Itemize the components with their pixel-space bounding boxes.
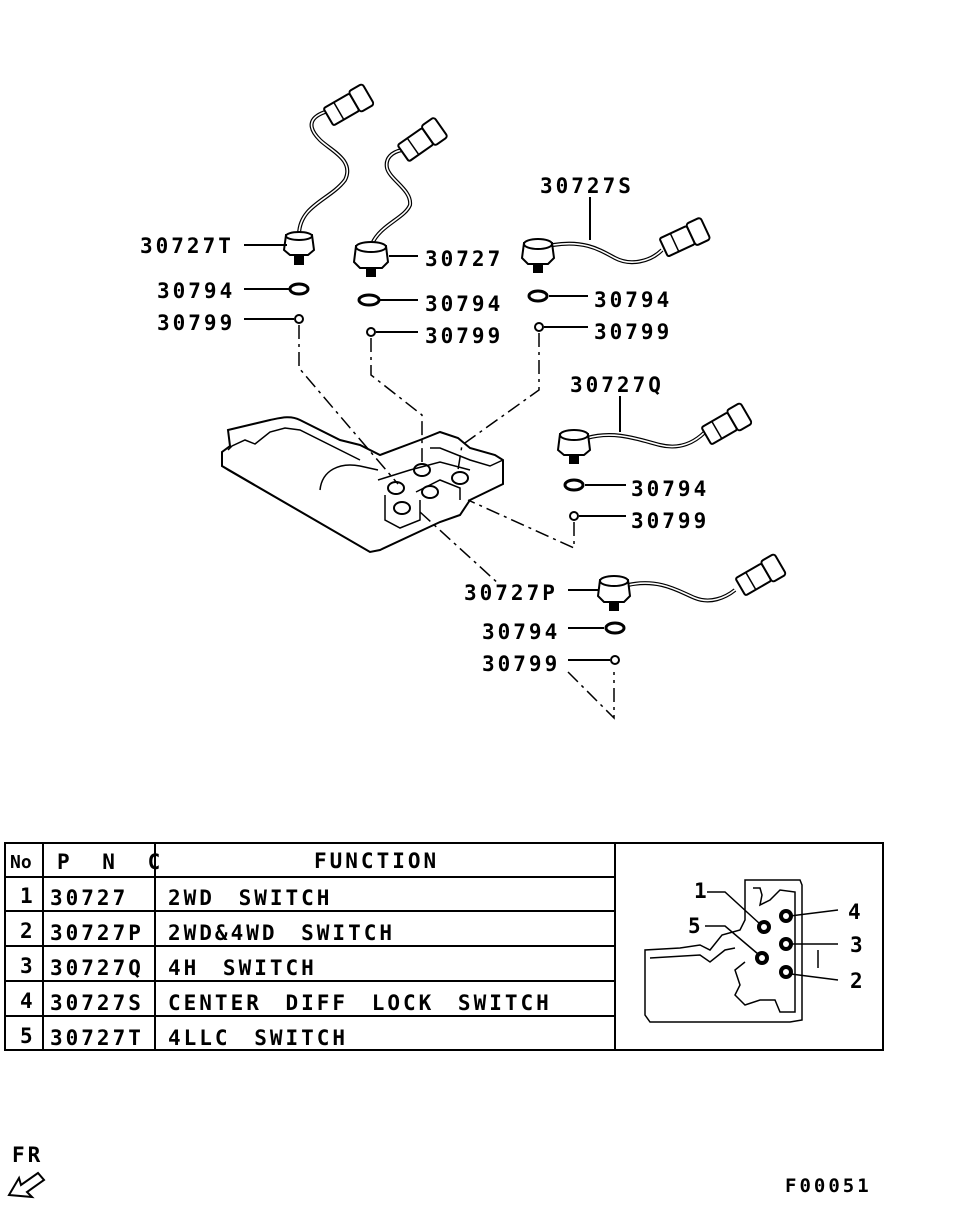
callout-30794-t: 30794 — [157, 279, 235, 303]
install-line-s — [457, 333, 540, 471]
install-line-plug-p — [567, 671, 615, 720]
washer-30794-t — [288, 282, 310, 296]
location-label-1: 1 — [694, 879, 710, 903]
washer-30794-q — [563, 478, 585, 492]
row-3-function: 4H SWITCH — [168, 956, 317, 980]
switch-30727t — [282, 83, 375, 265]
row-5-no: 5 — [20, 1024, 36, 1048]
washer-30794-p — [604, 621, 626, 635]
row-4-pnc: 30727S — [50, 991, 144, 1015]
install-line-p — [419, 511, 501, 586]
header-function: FUNCTION — [314, 849, 439, 873]
transfer-case-housing — [221, 416, 504, 554]
row-4-no: 4 — [20, 989, 36, 1013]
row-4-function: CENTER DIFF LOCK SWITCH — [168, 991, 552, 1015]
install-line-main — [370, 338, 423, 462]
callout-30794-q: 30794 — [631, 477, 709, 501]
plug-30799-main — [366, 327, 376, 337]
plug-30799-t — [294, 314, 304, 324]
row-2-pnc: 30727P — [50, 921, 144, 945]
callout-30727q: 30727Q — [570, 373, 664, 397]
row-3-pnc: 30727Q — [50, 956, 144, 980]
callout-30799-t: 30799 — [157, 311, 235, 335]
plug-30799-s — [534, 322, 544, 332]
row-2-function: 2WD&4WD SWITCH — [168, 921, 395, 945]
row-5-function: 4LLC SWITCH — [168, 1026, 348, 1050]
plug-30799-q — [569, 511, 579, 521]
callout-30794-s: 30794 — [594, 288, 672, 312]
callout-30799-p: 30799 — [482, 652, 560, 676]
install-line-q — [467, 499, 575, 550]
callout-30727t: 30727T — [140, 234, 234, 258]
callout-30794-p: 30794 — [482, 620, 560, 644]
location-label-3: 3 — [850, 933, 866, 957]
row-1-no: 1 — [20, 884, 36, 908]
switch-30727 — [352, 117, 448, 277]
callout-30799-main: 30799 — [425, 324, 503, 348]
location-label-5: 5 — [688, 914, 704, 938]
install-line-t — [298, 325, 399, 485]
switch-location-diagram: 1 5 4 3 2 — [644, 879, 866, 1023]
callout-30794-main: 30794 — [425, 292, 503, 316]
callout-30727: 30727 — [425, 247, 503, 271]
switch-30727p — [596, 553, 787, 611]
callout-30727s: 30727S — [540, 174, 634, 198]
location-label-2: 2 — [850, 969, 866, 993]
callout-30799-q: 30799 — [631, 509, 709, 533]
front-direction-label: FR — [12, 1143, 43, 1167]
callout-30799-s: 30799 — [594, 320, 672, 344]
row-5-pnc: 30727T — [50, 1026, 144, 1050]
plug-30799-p — [610, 655, 620, 665]
washer-30794-s — [527, 289, 549, 303]
washer-30794-main — [357, 293, 381, 307]
row-1-pnc: 30727 — [50, 886, 128, 910]
row-3-no: 3 — [20, 954, 36, 978]
header-no: No — [10, 852, 32, 873]
switch-30727s — [520, 217, 711, 273]
front-arrow-icon — [7, 1171, 46, 1199]
row-1-function: 2WD SWITCH — [168, 886, 332, 910]
parts-table: No P N C FUNCTION 1 30727 2WD SWITCH 2 3… — [4, 842, 884, 1051]
location-label-4: 4 — [848, 900, 864, 924]
callout-30727p: 30727P — [464, 581, 558, 605]
row-2-no: 2 — [20, 919, 36, 943]
switch-30727q — [556, 402, 753, 464]
header-pnc: P N C — [57, 850, 170, 874]
figure-code: F00051 — [785, 1175, 872, 1197]
